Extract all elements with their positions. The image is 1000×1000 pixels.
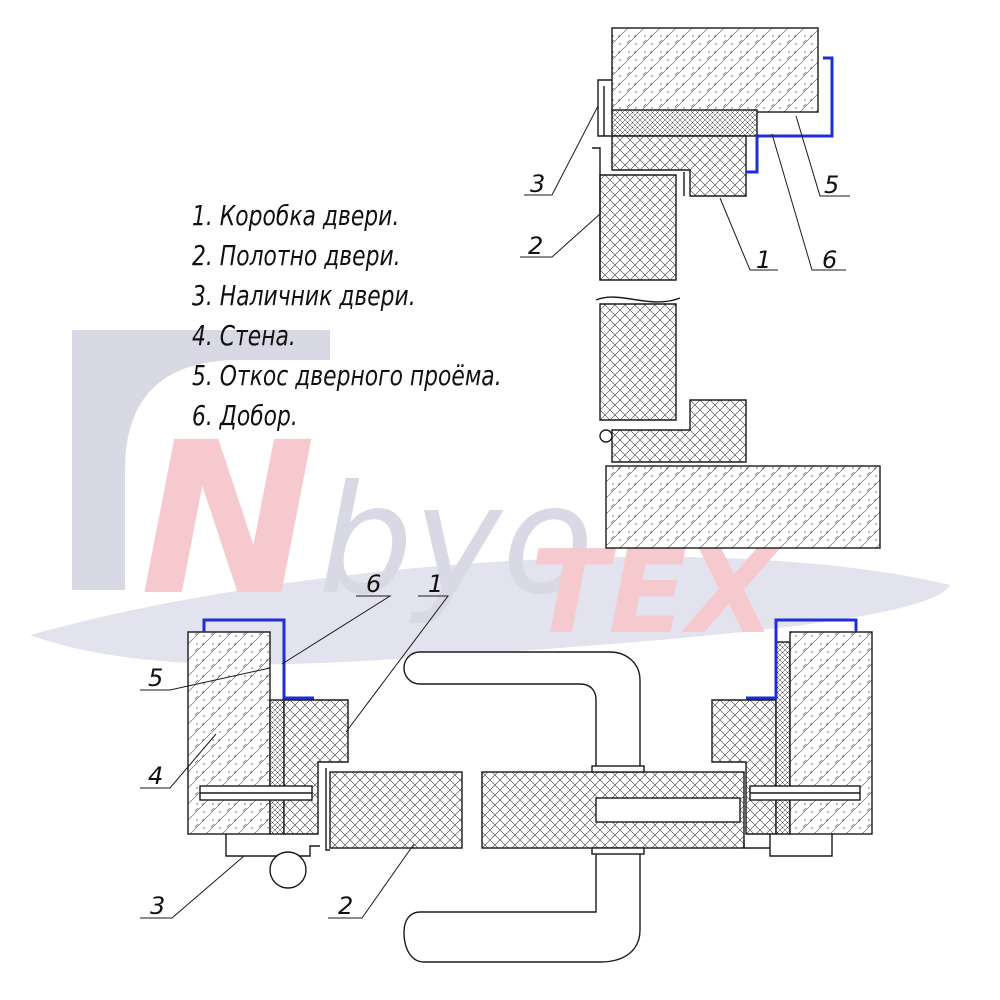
- bottom-wall-right: [789, 631, 873, 835]
- callout-top-3: 3: [530, 170, 545, 198]
- callout-bottom-3: 3: [150, 892, 165, 920]
- bottom-section: [187, 618, 873, 963]
- bottom-slope-left: [269, 699, 285, 835]
- callout-bottom-1: 1: [428, 570, 443, 598]
- top-dobor: [746, 56, 834, 174]
- legend-item: 6. Добор.: [192, 399, 298, 432]
- callout-top-5: 5: [824, 171, 839, 199]
- legend-item: 1. Коробка двери.: [192, 199, 400, 232]
- bottom-wall-left: [187, 631, 271, 835]
- watermark-arch: [72, 330, 330, 590]
- bottom-callouts: [140, 595, 449, 919]
- hinge: [269, 851, 307, 889]
- callout-top-2: 2: [528, 232, 543, 260]
- callout-bottom-2: 2: [338, 892, 353, 920]
- top-casing-upper: [597, 79, 612, 137]
- top-door-leaf-lower: [599, 303, 677, 421]
- legend-item: 4. Стена.: [192, 319, 296, 352]
- callout-bottom-4: 4: [148, 762, 163, 790]
- top-section: [592, 27, 881, 549]
- callout-top-1: 1: [756, 246, 771, 274]
- watermark-text: byo: [318, 454, 594, 628]
- top-wall-lower: [605, 465, 881, 549]
- legend-item: 3. Наличник двери.: [192, 279, 416, 312]
- door-handle: [403, 651, 641, 768]
- legend: 1. Коробка двери. 2. Полотно двери. 3. Н…: [192, 196, 502, 436]
- bottom-slope-right: [775, 641, 791, 835]
- bottom-casing-right: [769, 834, 833, 857]
- top-frame-lower: [611, 399, 747, 463]
- bottom-dobor-left: [202, 618, 314, 700]
- bottom-door-leaf-left: [329, 771, 463, 849]
- top-slope-layer: [611, 109, 758, 137]
- bottom-dobor-right: [746, 618, 858, 700]
- callout-bottom-6: 6: [366, 570, 381, 598]
- top-frame-upper: [611, 135, 747, 197]
- callout-top-6: 6: [822, 246, 837, 274]
- top-door-leaf-upper: [599, 174, 677, 281]
- top-wall-upper: [611, 27, 819, 113]
- bottom-casing-left: [225, 834, 320, 857]
- top-callouts: [520, 105, 850, 271]
- callout-bottom-5: 5: [148, 664, 163, 692]
- watermark-letter: N: [140, 397, 316, 642]
- legend-item: 2. Полотно двери.: [192, 239, 401, 272]
- legend-item: 5. Откос дверного проёма.: [192, 359, 502, 392]
